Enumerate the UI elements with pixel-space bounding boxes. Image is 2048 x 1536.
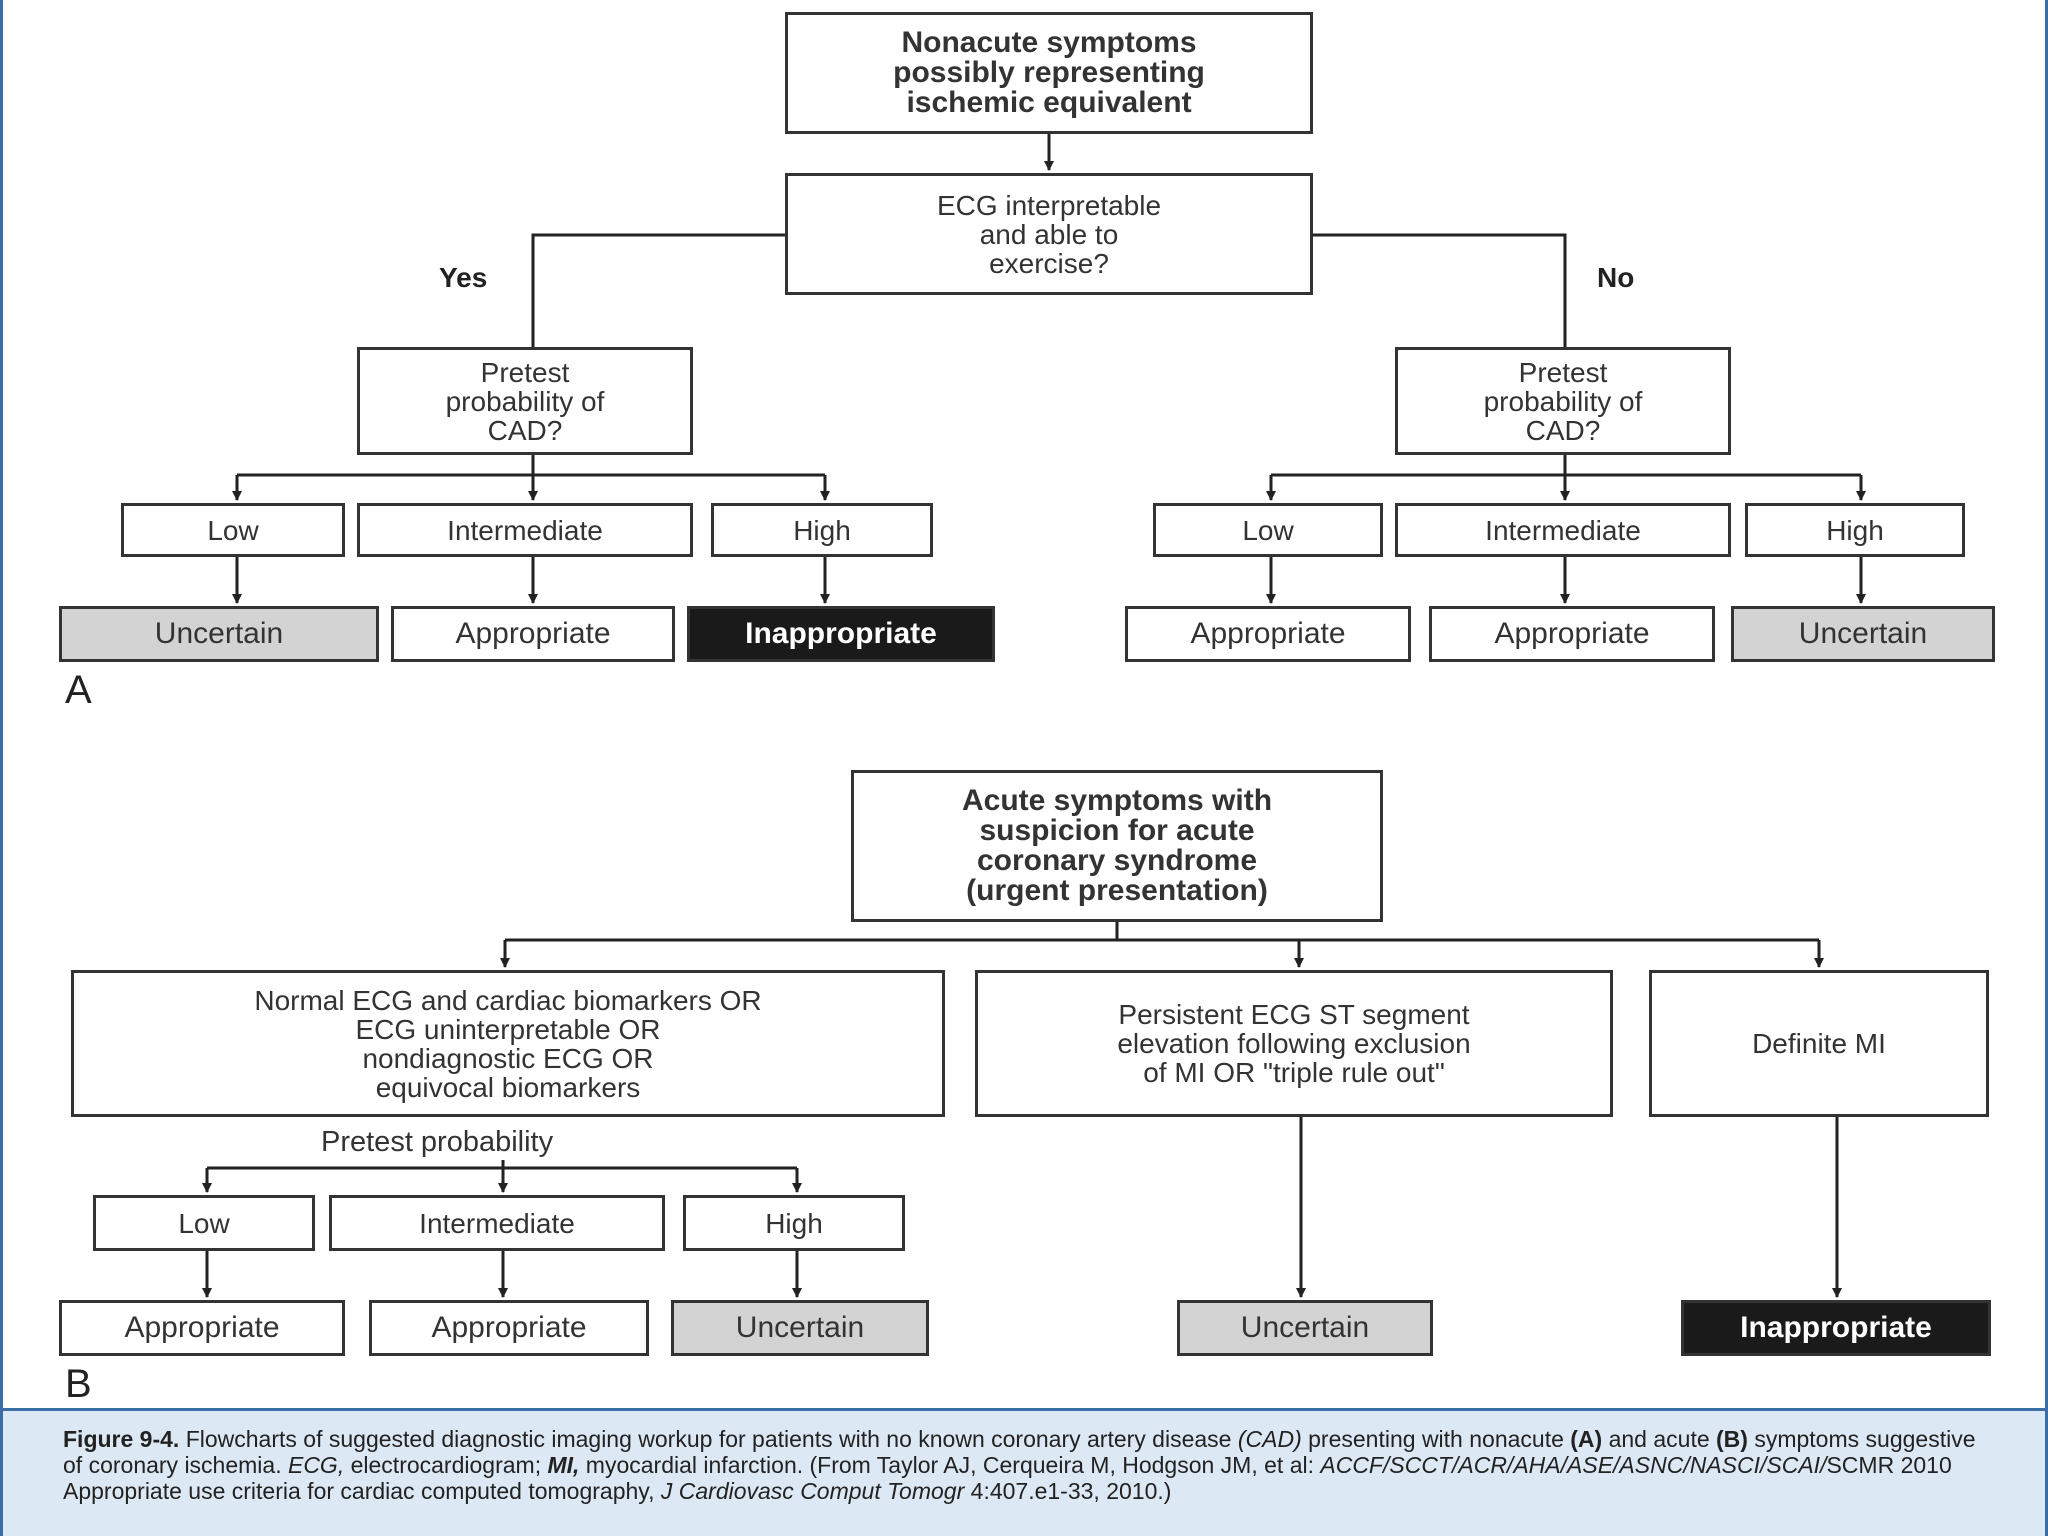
- right-intermediate-box: Intermediate: [1395, 503, 1731, 557]
- figure-caption: Figure 9-4. Flowcharts of suggested diag…: [3, 1408, 2045, 1536]
- connector-no-branch: [1313, 233, 1567, 347]
- caption-text-3: and acute: [1602, 1426, 1717, 1452]
- caption-mi-abbr: MI,: [547, 1452, 580, 1478]
- pretest-probability-label: Pretest probability: [321, 1126, 554, 1158]
- result-appropriate-b1: Appropriate: [59, 1300, 345, 1356]
- result-uncertain-b4: Uncertain: [1177, 1300, 1433, 1356]
- caption-text-4: symptoms suggestive of coronary ischemia…: [63, 1426, 1976, 1478]
- no-label: No: [1597, 262, 1635, 293]
- b-low-box: Low: [93, 1195, 315, 1251]
- b-intermediate-box: Intermediate: [329, 1195, 665, 1251]
- caption-a-ref: (A): [1570, 1426, 1603, 1452]
- caption-ecg-abbr: ECG,: [287, 1452, 345, 1478]
- ecg-question-box: ECG interpretable and able to exercise?: [785, 173, 1313, 295]
- result-appropriate-a2: Appropriate: [391, 606, 675, 662]
- result-inappropriate-a3: Inappropriate: [687, 606, 995, 662]
- caption-journal: J Cardiovasc Comput Tomogr: [660, 1478, 965, 1504]
- pretest-cad-right-box: Pretest probability of CAD?: [1395, 347, 1731, 455]
- caption-text-7: SCMR 2010 Appropriate use criteria for c…: [63, 1452, 1952, 1504]
- result-appropriate-a5: Appropriate: [1429, 606, 1715, 662]
- persistent-st-branch-box: Persistent ECG ST segment elevation foll…: [975, 970, 1613, 1117]
- caption-text-2: presenting with nonacute: [1301, 1426, 1571, 1452]
- caption-text-6: myocardial infarction. (From Taylor AJ, …: [579, 1452, 1321, 1478]
- normal-ecg-branch-box: Normal ECG and cardiac biomarkers OR ECG…: [71, 970, 945, 1117]
- caption-figure-label: Figure 9-4.: [63, 1426, 180, 1452]
- b-high-box: High: [683, 1195, 905, 1251]
- caption-b-ref: (B): [1716, 1426, 1748, 1452]
- acute-root-box: Acute symptoms with suspicion for acute …: [851, 770, 1383, 922]
- pretest-cad-left-box: Pretest probability of CAD?: [357, 347, 693, 455]
- nonacute-root-box: Nonacute symptoms possibly representing …: [785, 12, 1313, 134]
- right-low-box: Low: [1153, 503, 1383, 557]
- left-high-box: High: [711, 503, 933, 557]
- panel-b-letter: B: [65, 1362, 92, 1406]
- caption-cad-abbr: (CAD): [1237, 1426, 1302, 1452]
- left-low-box: Low: [121, 503, 345, 557]
- left-intermediate-box: Intermediate: [357, 503, 693, 557]
- result-appropriate-b2: Appropriate: [369, 1300, 649, 1356]
- result-uncertain-a1: Uncertain: [59, 606, 379, 662]
- panel-a-letter: A: [65, 668, 92, 712]
- caption-citation-italic: ACCF/SCCT/ACR/AHA/ASE/ASNC/NASCI/SCAI/: [1320, 1452, 1827, 1478]
- caption-text-1: Flowcharts of suggested diagnostic imagi…: [179, 1426, 1238, 1452]
- connector-yes-branch: [531, 233, 785, 347]
- caption-text-8: 4:407.e1-33, 2010.): [964, 1478, 1172, 1504]
- result-uncertain-b3: Uncertain: [671, 1300, 929, 1356]
- result-appropriate-a4: Appropriate: [1125, 606, 1411, 662]
- definite-mi-branch-box: Definite MI: [1649, 970, 1989, 1117]
- result-uncertain-a6: Uncertain: [1731, 606, 1995, 662]
- yes-label: Yes: [439, 262, 488, 293]
- right-high-box: High: [1745, 503, 1965, 557]
- connector-lines: [202, 134, 1866, 1298]
- caption-text-5: electrocardiogram;: [344, 1452, 548, 1478]
- result-inappropriate-b5: Inappropriate: [1681, 1300, 1991, 1356]
